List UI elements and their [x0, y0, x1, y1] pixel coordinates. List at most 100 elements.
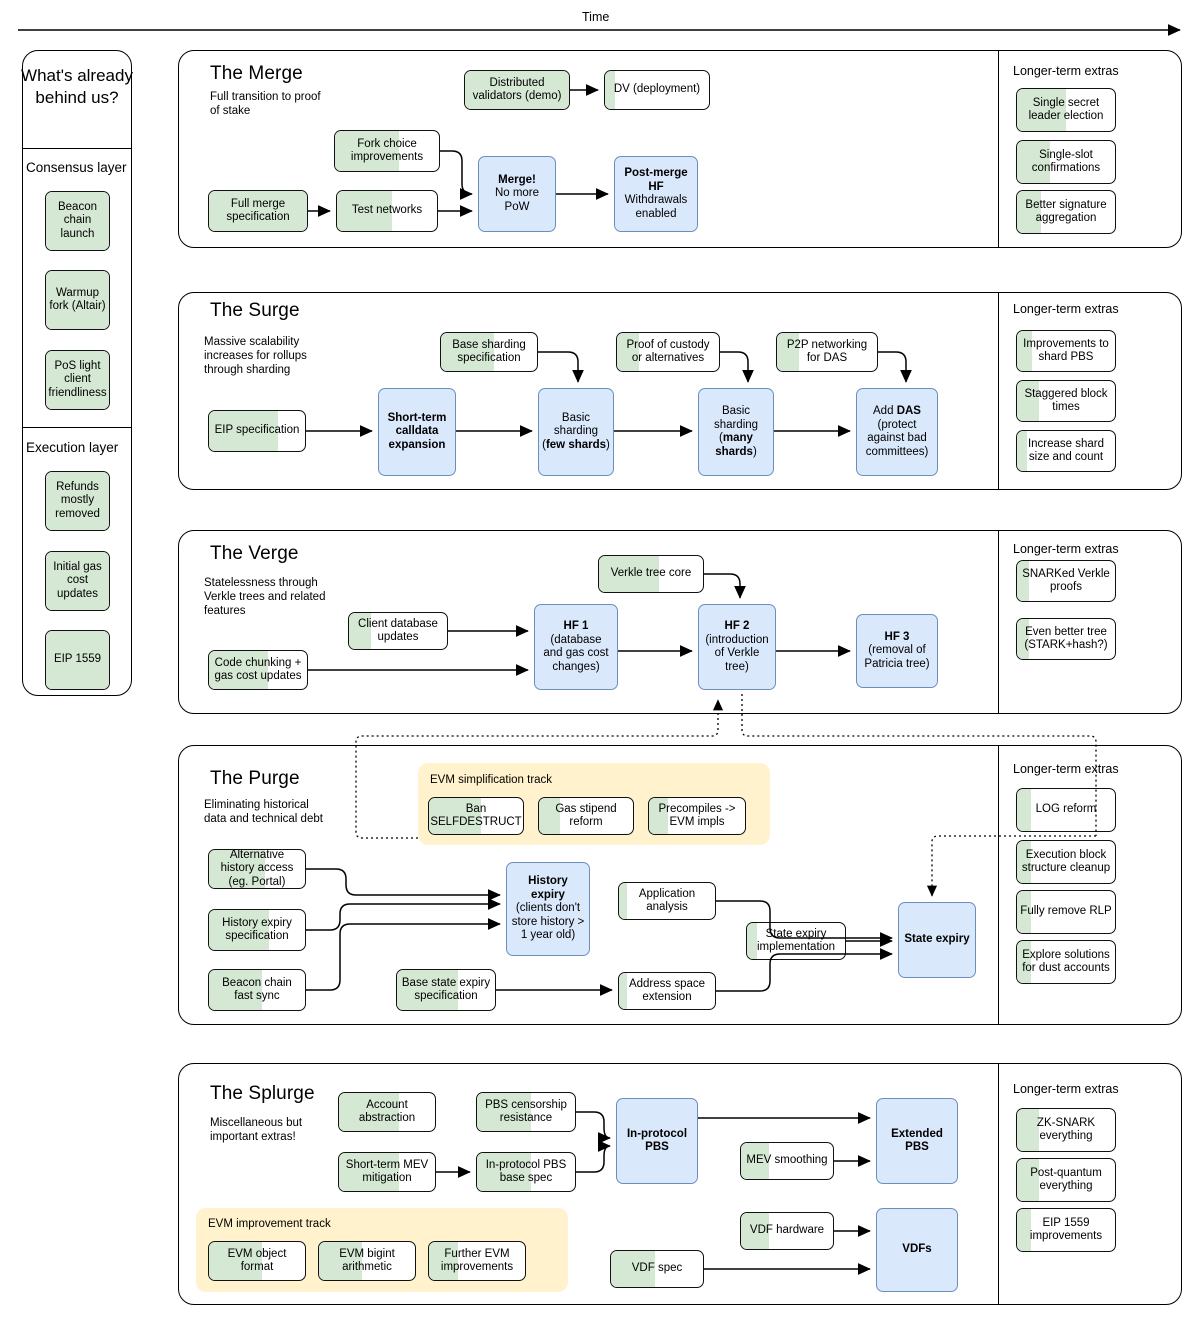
sidebar-item-beacon-chain-launch[interactable]: Beacon chain launch: [45, 191, 110, 251]
node-label: State expiry: [904, 933, 970, 946]
extra-log-reform[interactable]: LOG reform: [1016, 788, 1116, 832]
node-label: Further EVM improvements: [440, 1247, 514, 1274]
sidebar-group-title-execution: Execution layer: [26, 440, 119, 455]
node-label: Precompiles -> EVM impls: [658, 802, 736, 829]
sidebar-item-eip-1559[interactable]: EIP 1559: [45, 630, 110, 690]
node-label: Beacon chain launch: [57, 200, 97, 240]
node-full-merge-specification[interactable]: Full merge specification: [208, 190, 308, 232]
node-further-evm-improvements[interactable]: Further EVM improvements: [428, 1241, 526, 1281]
node-state-expiry[interactable]: State expiry: [898, 902, 976, 978]
node-test-networks[interactable]: Test networks: [336, 190, 438, 232]
node-vdf-spec[interactable]: VDF spec: [610, 1250, 704, 1288]
node-label: Alternative history access (eg. Portal): [220, 849, 294, 888]
node-label: Proof of custody or alternatives: [626, 338, 710, 365]
node-precompiles-to-evm-impls[interactable]: Precompiles -> EVM impls: [648, 797, 746, 835]
node-fork-choice-improvements[interactable]: Fork choice improvements: [334, 130, 440, 172]
extra-snarked-verkle-proofs[interactable]: SNARKed Verkle proofs: [1016, 560, 1116, 602]
node-label: Full merge specification: [226, 197, 290, 224]
node-base-sharding-specification[interactable]: Base sharding specification: [440, 332, 538, 372]
sidebar-item-warmup-fork[interactable]: Warmup fork (Altair): [45, 270, 110, 330]
node-vdf-hardware[interactable]: VDF hardware: [740, 1212, 834, 1250]
extra-fully-remove-rlp[interactable]: Fully remove RLP: [1016, 890, 1116, 934]
section-extras-divider-splurge: [998, 1063, 1000, 1305]
node-account-abstraction[interactable]: Account abstraction: [338, 1092, 436, 1132]
node-state-expiry-implementation[interactable]: State expiry implementation: [746, 922, 846, 960]
sidebar-item-initial-gas-cost-updates[interactable]: Initial gas cost updates: [45, 551, 110, 611]
node-label: VDF spec: [631, 1262, 683, 1275]
node-application-analysis[interactable]: Application analysis: [618, 882, 716, 920]
node-beacon-chain-fast-sync[interactable]: Beacon chain fast sync: [208, 969, 306, 1011]
node-evm-object-format[interactable]: EVM object format: [208, 1241, 306, 1281]
node-short-term-mev-mitigation[interactable]: Short-term MEV mitigation: [338, 1152, 436, 1192]
extra-single-slot-confirmations[interactable]: Single-slot confirmations: [1016, 140, 1116, 184]
node-mev-smoothing[interactable]: MEV smoothing: [740, 1142, 834, 1180]
section-title-the-merge: The Merge: [210, 63, 303, 84]
node-in-protocol-pbs-base-spec[interactable]: In-protocol PBS base spec: [476, 1152, 576, 1192]
extra-better-signature-aggregation[interactable]: Better signature aggregation: [1016, 190, 1116, 234]
extra-post-quantum-everything[interactable]: Post-quantum everything: [1016, 1158, 1116, 1202]
node-label: Base sharding specification: [452, 338, 526, 365]
node-verkle-tree-core[interactable]: Verkle tree core: [598, 555, 704, 593]
node-dv-deployment[interactable]: DV (deployment): [604, 70, 710, 110]
node-proof-of-custody[interactable]: Proof of custody or alternatives: [616, 332, 720, 372]
node-alternative-history-access[interactable]: Alternative history access (eg. Portal): [208, 849, 306, 889]
node-label: Even better tree (STARK+hash?): [1024, 625, 1108, 652]
extra-execution-block-structure-cleanup[interactable]: Execution block structure cleanup: [1016, 840, 1116, 884]
node-label: Explore solutions for dust accounts: [1022, 948, 1110, 975]
sidebar-item-pos-light-client[interactable]: PoS light client friendliness: [45, 350, 110, 410]
extra-eip-1559-improvements[interactable]: EIP 1559 improvements: [1016, 1208, 1116, 1252]
extras-title-merge: Longer-term extras: [1013, 64, 1119, 78]
node-ban-selfdestruct[interactable]: Ban SELFDESTRUCT: [428, 797, 524, 835]
extras-title-splurge: Longer-term extras: [1013, 1082, 1119, 1096]
node-base-state-expiry-specification[interactable]: Base state expiry specification: [396, 969, 496, 1011]
node-client-database-updates[interactable]: Client database updates: [348, 612, 448, 650]
node-code-chunking-gas-cost-updates[interactable]: Code chunking + gas cost updates: [208, 650, 308, 690]
extra-zk-snark-everything[interactable]: ZK-SNARK everything: [1016, 1108, 1116, 1152]
node-distributed-validators-demo[interactable]: Distributed validators (demo): [464, 70, 570, 110]
extra-explore-solutions-dust-accounts[interactable]: Explore solutions for dust accounts: [1016, 940, 1116, 984]
node-address-space-extension[interactable]: Address space extension: [618, 972, 716, 1010]
extra-improvements-to-shard-pbs[interactable]: Improvements to shard PBS: [1016, 330, 1116, 372]
sidebar-item-refunds-removed[interactable]: Refunds mostly removed: [45, 471, 110, 531]
section-extras-divider-purge: [998, 745, 1000, 1025]
sidebar-divider-2: [22, 427, 132, 429]
section-subtitle-the-splurge: Miscellaneous but important extras!: [210, 1117, 303, 1143]
node-gas-stipend-reform[interactable]: Gas stipend reform: [538, 797, 634, 835]
node-label: PoS light client friendliness: [48, 359, 107, 399]
node-pbs-censorship-resistance[interactable]: PBS censorship resistance: [476, 1092, 576, 1132]
node-vdfs[interactable]: VDFs: [876, 1208, 958, 1292]
section-extras-divider-verge: [998, 530, 1000, 714]
extras-title-purge: Longer-term extras: [1013, 762, 1119, 776]
node-label: Code chunking + gas cost updates: [214, 656, 302, 683]
node-eip-specification[interactable]: EIP specification: [208, 410, 306, 452]
node-p2p-networking-for-das[interactable]: P2P networking for DAS: [776, 332, 878, 372]
node-label: EVM object format: [227, 1247, 287, 1274]
node-label: Fork choice improvements: [350, 137, 424, 164]
extra-single-secret-leader-election[interactable]: Single secret leader election: [1016, 88, 1116, 132]
extra-staggered-block-times[interactable]: Staggered block times: [1016, 380, 1116, 422]
extra-even-better-tree[interactable]: Even better tree (STARK+hash?): [1016, 618, 1116, 660]
node-label: Base state expiry specification: [401, 976, 491, 1003]
node-evm-bigint-arithmetic[interactable]: EVM bigint arithmetic: [318, 1241, 416, 1281]
sidebar-divider-1: [22, 148, 132, 150]
extra-increase-shard-size[interactable]: Increase shard size and count: [1016, 430, 1116, 472]
node-label: ZK-SNARK everything: [1036, 1116, 1096, 1143]
node-history-expiry-specification[interactable]: History expiry specification: [208, 909, 306, 951]
node-label: PBS censorship resistance: [485, 1098, 567, 1125]
